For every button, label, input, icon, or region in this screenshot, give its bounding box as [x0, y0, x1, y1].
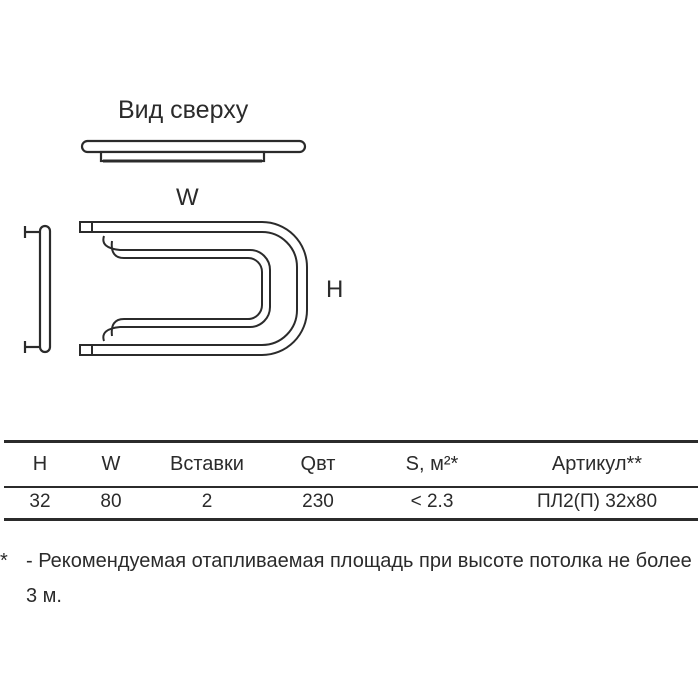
cell-h: 32: [29, 491, 51, 512]
table-header-row: H W Вставки Qвт S, м²* Артикул**: [4, 441, 698, 487]
header-inserts: Вставки: [170, 452, 244, 475]
footnote-text: - Рекомендуемая отапливаемая площадь при…: [26, 550, 692, 607]
towel-rail-drawing: [23, 139, 308, 356]
u-tube-outer-inner-edge: [92, 231, 298, 346]
width-label: W: [176, 184, 199, 211]
cell-w: 80: [100, 491, 122, 512]
u-tube-outer: [82, 221, 308, 356]
u-tube-cap-top: [79, 221, 93, 233]
table-bottom-rule: [4, 518, 698, 521]
header-h: H: [32, 452, 48, 475]
header-article: Артикул**: [551, 452, 643, 475]
table-top-rule: [4, 440, 698, 443]
insert-inner: [110, 240, 263, 337]
side-view-bar: [38, 224, 52, 354]
view-title: Вид сверху: [118, 96, 249, 124]
table-header-rule: [4, 486, 698, 488]
cell-inserts: 2: [201, 491, 213, 512]
side-view: [23, 224, 52, 354]
u-tube-cap-bottom: [79, 344, 93, 356]
header-power: Qвт: [300, 452, 336, 475]
front-view: [79, 221, 308, 356]
cell-power: 230: [302, 491, 334, 512]
spec-table: H W Вставки Qвт S, м²* Артикул** 32 80 2…: [4, 441, 698, 517]
cell-area: < 2.3: [410, 491, 454, 512]
footnote: * - Рекомендуемая отапливаемая площадь пр…: [0, 544, 696, 614]
header-w: W: [101, 452, 121, 475]
top-view: [80, 139, 307, 163]
top-view-tube: [80, 139, 307, 154]
header-area: S, м²*: [405, 452, 459, 475]
cell-article: ПЛ2(П) 32х80: [536, 491, 658, 512]
table-row: 32 80 2 230 < 2.3 ПЛ2(П) 32х80: [4, 487, 698, 517]
footnote-marker: *: [0, 550, 8, 572]
height-label: H: [326, 276, 344, 303]
insert-outer: [102, 235, 271, 342]
